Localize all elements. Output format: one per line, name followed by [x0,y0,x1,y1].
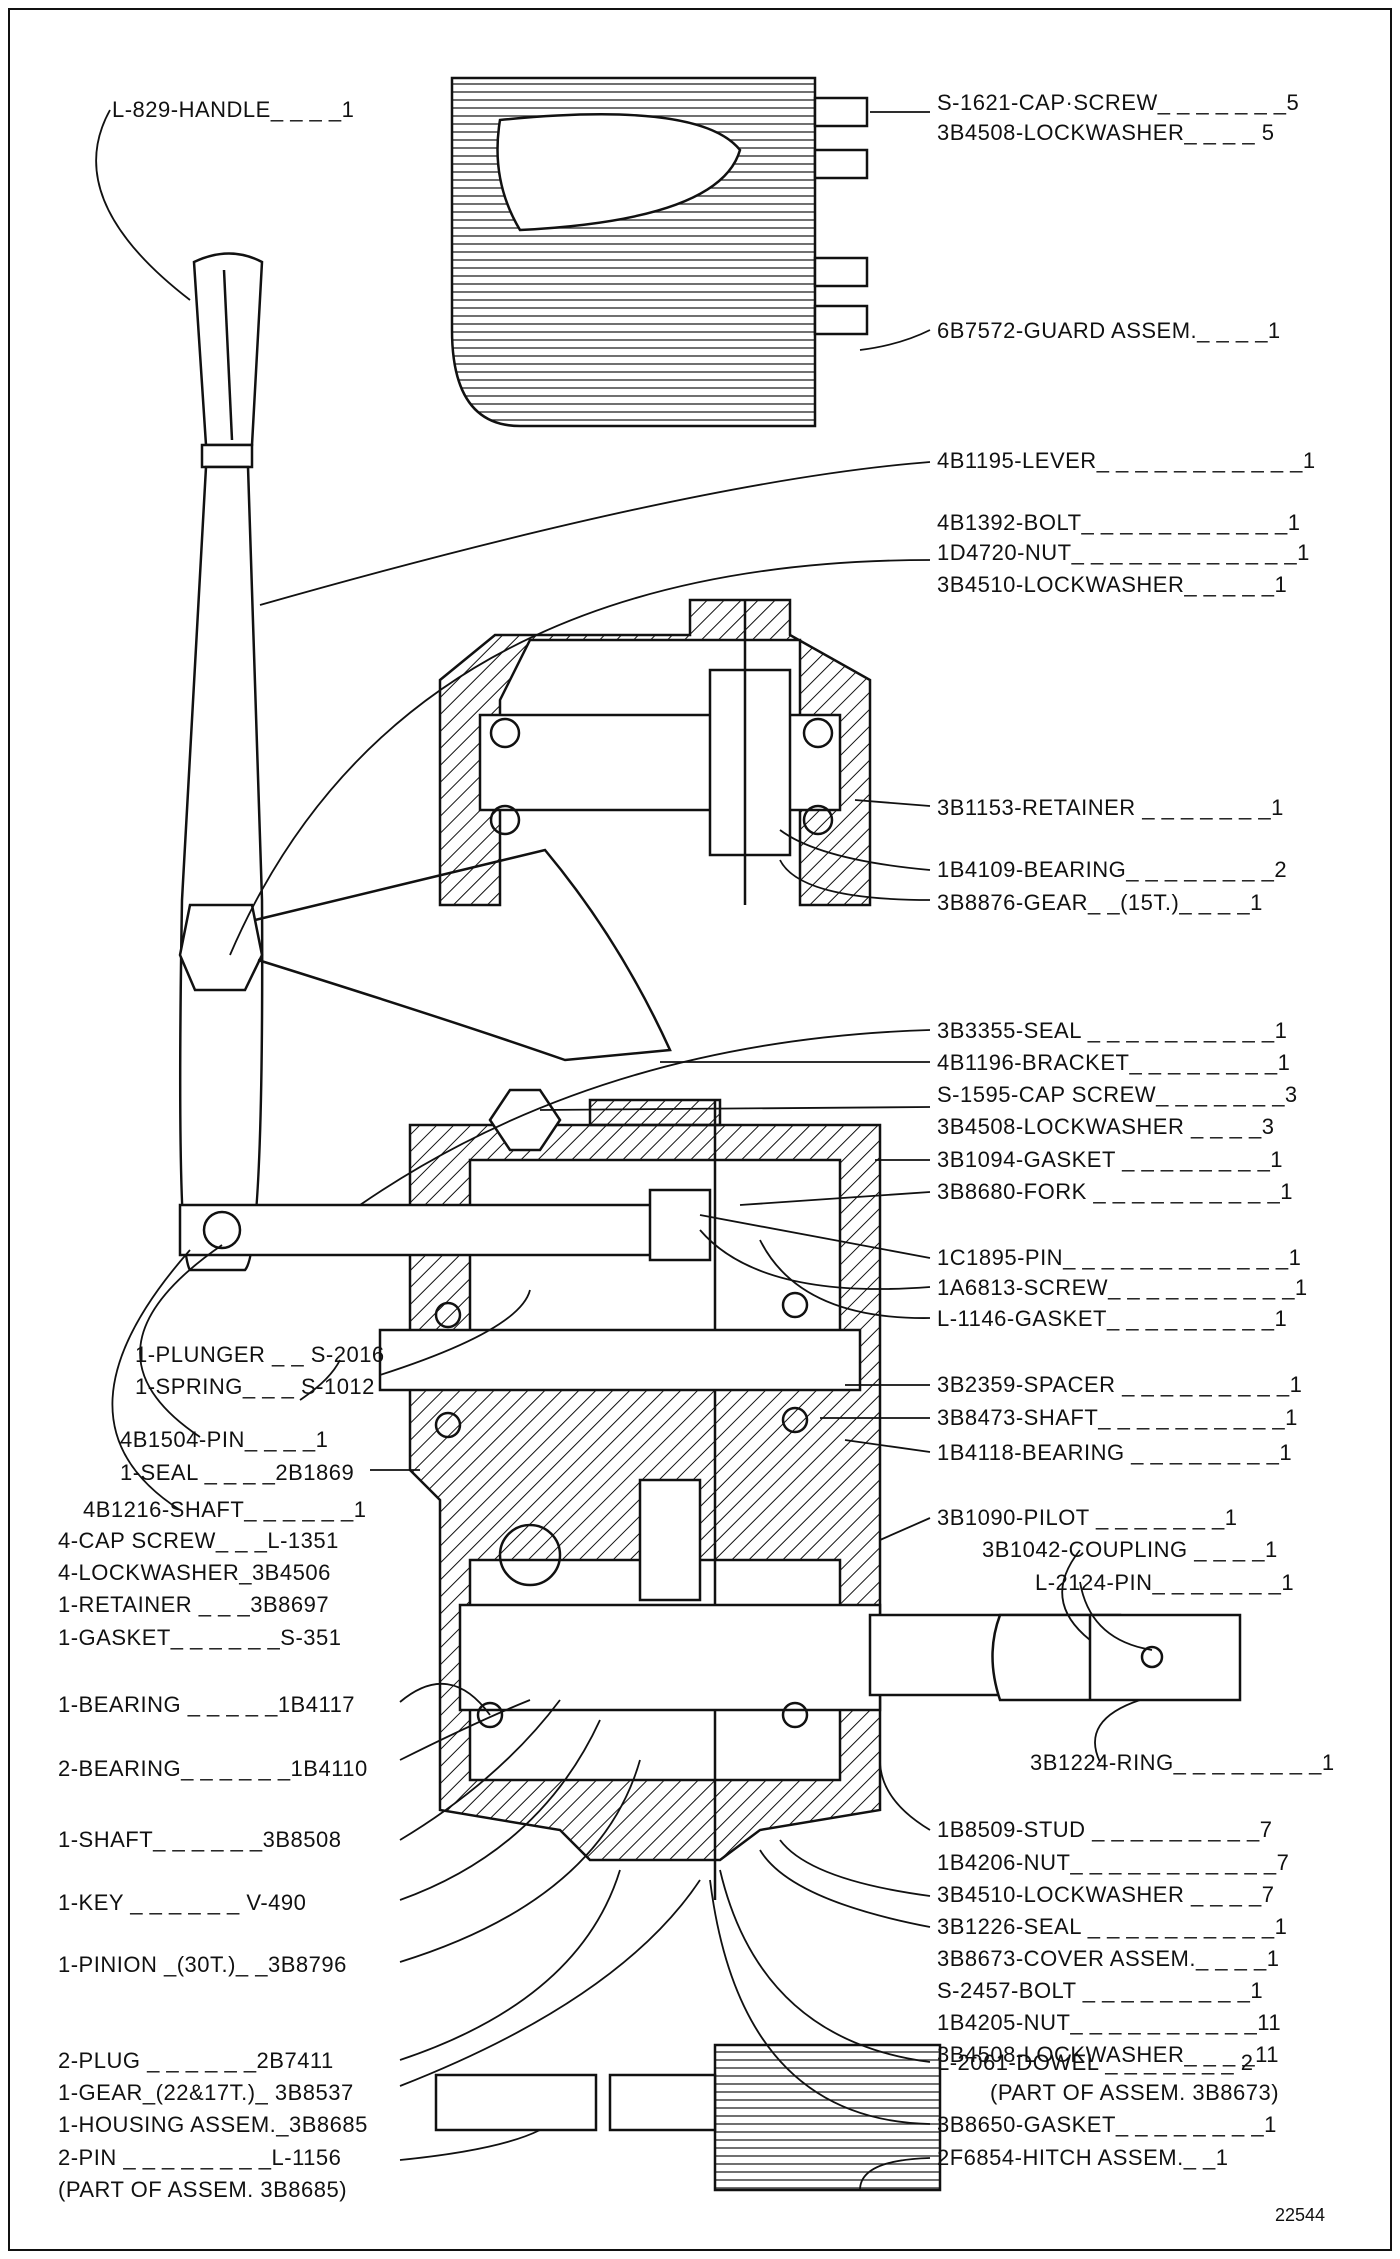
label-1b4118-bearing: 1B4118-BEARING _ _ _ _ _ _ _ _1 [937,1440,1293,1465]
label-l829-handle: L-829-HANDLE_ _ _ _1 [112,97,355,122]
label-4b1392-bolt: 4B1392-BOLT_ _ _ _ _ _ _ _ _ _ _1 [937,510,1301,535]
label-3b4508-lockwasher-b: 3B4508-LOCKWASHER _ _ _ _3 [937,1114,1275,1139]
drawing-number: 22544 [1275,2205,1326,2225]
label-4b1196-bracket: 4B1196-BRACKET_ _ _ _ _ _ _ _1 [937,1050,1291,1075]
label-1a6813-screw: 1A6813-SCREW_ _ _ _ _ _ _ _ _ _1 [937,1275,1308,1300]
label-4b1216-shaft: 4B1216-SHAFT_ _ _ _ _ _1 [83,1497,367,1522]
label-3b8650-gasket: 3B8650-GASKET_ _ _ _ _ _ _ _1 [937,2112,1277,2137]
label-3b1090-pilot: 3B1090-PILOT _ _ _ _ _ _ _1 [937,1505,1238,1530]
label-l2061-dowel: L-2061-DOWEL _ _ _ _ _ _ _ 2 [937,2050,1254,2075]
label-lockwasher-3b4506: 4-LOCKWASHER_3B4506 [58,1560,331,1585]
label-3b4508-lockwasher-c: 3B4508-LOCKWASHER_ _ _ _11 [937,2042,1279,2067]
label-4b1195-lever: 4B1195-LEVER_ _ _ _ _ _ _ _ _ _ _1 [937,448,1316,473]
label-3b8680-fork: 3B8680-FORK _ _ _ _ _ _ _ _ _ _1 [937,1179,1294,1204]
label-housing-assem-3b8685: 1-HOUSING ASSEM._3B8685 [58,2112,368,2137]
label-part-of-assem-3b8673: (PART OF ASSEM. 3B8673) [990,2080,1280,2105]
label-3b8473-shaft: 3B8473-SHAFT_ _ _ _ _ _ _ _ _ _1 [937,1405,1298,1430]
label-3b8876-gear: 3B8876-GEAR_ _(15T.)_ _ _ _1 [937,890,1263,915]
label-3b3355-seal: 3B3355-SEAL _ _ _ _ _ _ _ _ _ _1 [937,1018,1288,1043]
hitch-assembly [434,2043,942,2192]
label-gear-3b8537: 1-GEAR_(22&17T.)_ 3B8537 [58,2080,354,2105]
label-3b8673-cover-assem: 3B8673-COVER ASSEM._ _ _ _1 [937,1946,1280,1971]
coupling [991,1613,1242,1702]
guard-assembly [450,76,869,428]
label-1b4205-nut: 1B4205-NUT_ _ _ _ _ _ _ _ _ _11 [937,2010,1282,2035]
handle-lever [178,252,672,1272]
label-bearing-1b4117: 1-BEARING _ _ _ _ _1B4117 [58,1692,356,1717]
label-3b1226-seal: 3B1226-SEAL _ _ _ _ _ _ _ _ _ _1 [937,1914,1288,1939]
label-l1146-gasket: L-1146-GASKET_ _ _ _ _ _ _ _ _1 [937,1306,1288,1331]
label-shaft-3b8508: 1-SHAFT_ _ _ _ _ _3B8508 [58,1827,342,1852]
label-spring: 1-SPRING_ _ _ S-1012 [135,1374,375,1399]
label-4b1504-pin: 4B1504-PIN_ _ _ _1 [120,1427,329,1452]
upper-gear-housing [438,598,872,907]
label-3b1153-retainer: 3B1153-RETAINER _ _ _ _ _ _ _1 [937,795,1284,820]
label-1b4109-bearing: 1B4109-BEARING_ _ _ _ _ _ _ _2 [937,857,1288,882]
label-s1595-cap-screw: S-1595-CAP SCREW_ _ _ _ _ _ _3 [937,1082,1298,1107]
label-3b1042-coupling: 3B1042-COUPLING _ _ _ _1 [982,1537,1278,1562]
label-gasket-s351: 1-GASKET_ _ _ _ _ _S-351 [58,1625,342,1650]
label-3b1094-gasket: 3B1094-GASKET _ _ _ _ _ _ _ _1 [937,1147,1284,1172]
label-plug-2b7411: 2-PLUG _ _ _ _ _ _2B7411 [58,2048,334,2073]
label-bearing-1b4110: 2-BEARING_ _ _ _ _ _1B4110 [58,1756,368,1781]
label-s1621-cap-screw: S-1621-CAP·SCREW_ _ _ _ _ _ _5 [937,90,1300,115]
label-1b4206-nut: 1B4206-NUT_ _ _ _ _ _ _ _ _ _ _7 [937,1850,1290,1875]
label-3b1224-ring: 3B1224-RING_ _ _ _ _ _ _ _1 [1030,1750,1335,1775]
label-cap-screw-l1351: 4-CAP SCREW_ _ _L-1351 [58,1528,339,1553]
label-retainer-3b8697: 1-RETAINER _ _ _3B8697 [58,1592,330,1617]
drawing-border [8,8,1392,2251]
label-plunger: 1-PLUNGER _ _ S-2016 [135,1342,385,1367]
main-housing [378,1098,1122,1900]
leader-lines [95,109,1153,2191]
label-3b4508-lockwasher: 3B4508-LOCKWASHER_ _ _ _ 5 [937,120,1275,145]
label-1d4720-nut: 1D4720-NUT_ _ _ _ _ _ _ _ _ _ _ _1 [937,540,1310,565]
label-s2457-bolt: S-2457-BOLT _ _ _ _ _ _ _ _ _1 [937,1978,1264,2003]
label-3b2359-spacer: 3B2359-SPACER _ _ _ _ _ _ _ _ _1 [937,1372,1303,1397]
label-2f6854-hitch-assem: 2F6854-HITCH ASSEM._ _1 [937,2145,1229,2170]
label-3b4510-lockwasher: 3B4510-LOCKWASHER_ _ _ _ _1 [937,572,1288,597]
label-1b8509-stud: 1B8509-STUD _ _ _ _ _ _ _ _ _7 [937,1817,1273,1842]
label-part-of-assem-3b8685: (PART OF ASSEM. 3B8685) [58,2177,348,2202]
label-seal-2b1869: 1-SEAL _ _ _ _2B1869 [120,1460,355,1485]
shift-shaft [178,1088,712,1262]
label-3b4510-lockwasher-b: 3B4510-LOCKWASHER _ _ _ _7 [937,1882,1275,1907]
label-l2124-pin: L-2124-PIN_ _ _ _ _ _ _1 [1035,1570,1295,1595]
label-key-v490: 1-KEY _ _ _ _ _ _ V-490 [58,1890,307,1915]
label-pinion-3b8796: 1-PINION _(30T.)_ _3B8796 [58,1952,347,1977]
label-pin-l1156: 2-PIN _ _ _ _ _ _ _ _L-1156 [58,2145,342,2170]
label-1c1895-pin: 1C1895-PIN_ _ _ _ _ _ _ _ _ _ _ _1 [937,1245,1302,1270]
label-6b7572-guard-assem: 6B7572-GUARD ASSEM._ _ _ _1 [937,318,1281,343]
